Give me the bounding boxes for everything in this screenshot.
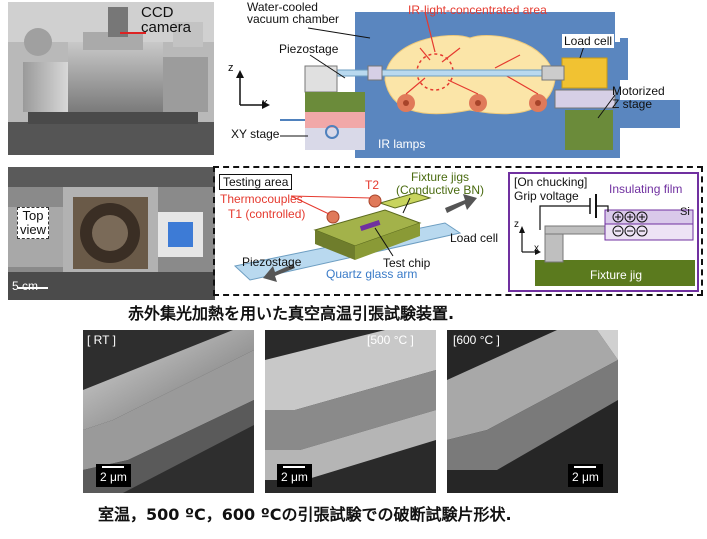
testing-area-title: Testing area <box>219 174 293 190</box>
testing-area-diagram <box>233 192 477 282</box>
testing-load-cell-label: Load cell <box>450 231 499 245</box>
scale-5cm-label: 5 cm <box>12 279 39 293</box>
sem-600-tag: [600 °C ] <box>453 333 500 347</box>
sem-rt-scale-label: 2 μm <box>100 470 127 484</box>
fixture-jig-label: Fixture jig <box>590 268 643 282</box>
fracture-caption: 室温，500 ºC，600 ºCの引張試験での破断試験片形状. <box>98 505 512 524</box>
ccd-pointer <box>120 32 146 34</box>
ir-lamps-label: IR lamps <box>378 137 426 151</box>
ccd-camera-label: CCD camera <box>141 4 192 36</box>
fixture-jigs-label: Fixture jigs (Conductive BN) <box>396 170 485 197</box>
apparatus-photo <box>8 2 214 155</box>
sem-600-scale: 2 μm <box>568 464 603 487</box>
sem-500-scale-label: 2 μm <box>281 470 308 484</box>
apparatus-caption: 赤外集光加熱を用いた真空高温引張試験装置. <box>128 304 455 323</box>
xy-stage-label: XY stage <box>231 127 280 141</box>
quartz-arm-label: Quartz glass arm <box>326 267 418 281</box>
apparatus-photo-drawing <box>8 2 214 155</box>
axis-x-label: x <box>262 97 268 109</box>
sem-500-tag: [500 °C ] <box>367 333 414 347</box>
chucking-diagram <box>519 194 695 286</box>
load-cell-label: Load cell <box>562 34 615 48</box>
sem-image-500 <box>265 330 436 493</box>
test-chip-label: Test chip <box>383 256 431 270</box>
chucking-title: [On chucking] <box>514 175 588 189</box>
sem-rt-scale: 2 μm <box>96 464 131 487</box>
testing-area-frame <box>213 166 703 296</box>
axis-z-label: z <box>228 62 234 74</box>
motorized-z-label: Motorized Z stage <box>612 84 665 111</box>
top-view-photo <box>8 167 215 300</box>
sem-500-drawing <box>265 330 436 493</box>
sem-600-scale-bar <box>574 466 597 468</box>
t1-label: T1 (controlled) <box>228 207 306 221</box>
chucking-axis-x-label: x <box>534 243 539 254</box>
ir-area-label: IR-light-concentrated area <box>408 3 547 17</box>
chucking-axis-z-label: z <box>514 219 519 230</box>
chamber-diagram <box>236 11 680 158</box>
top-view-label: Top view <box>17 207 50 239</box>
thermocouples-label: Thermocouples <box>220 192 303 206</box>
t2-label: T2 <box>365 178 380 192</box>
sem-rt-tag: [ RT ] <box>87 333 116 347</box>
grip-voltage-label: Grip voltage <box>514 189 579 203</box>
vacuum-chamber-label: Water-cooled vacuum chamber <box>247 0 340 26</box>
sem-600-scale-label: 2 μm <box>572 470 599 484</box>
sem-500-scale: 2 μm <box>277 464 312 487</box>
insulating-film-label: Insulating film <box>609 182 683 196</box>
sem-rt-scale-bar <box>102 466 125 468</box>
si-label: Si <box>680 206 690 218</box>
sem-500-scale-bar <box>283 466 306 468</box>
testing-piezostage-label: Piezostage <box>242 255 302 269</box>
piezostage-label: Piezostage <box>279 42 339 56</box>
